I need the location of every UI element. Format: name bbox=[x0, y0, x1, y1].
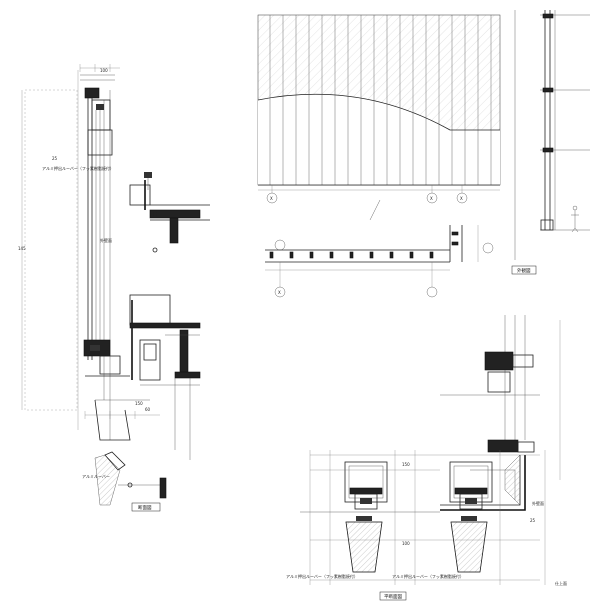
plan-title: 平断面図 bbox=[384, 593, 402, 600]
glass-label: 外壁面 bbox=[100, 237, 112, 243]
upper-jamb bbox=[440, 315, 540, 453]
elevation-view: X X X bbox=[257, 10, 590, 298]
plan-section-detail: 150 100 25 アルミ押出ルーバー（フッ素樹脂焼付） アルミ押出ルーバー（… bbox=[286, 315, 567, 601]
section-title-box bbox=[131, 502, 161, 512]
louver-note: アルミルーバー bbox=[82, 474, 110, 479]
elevation-side-section bbox=[514, 10, 590, 260]
dim-label: 145 bbox=[18, 246, 26, 251]
louver-blade-right bbox=[450, 516, 488, 573]
dim-label: 25 bbox=[530, 518, 536, 523]
vertical-section-detail: 100 25 145 アルミ押出ルーバー（フッ素樹脂焼付） 外壁面 bbox=[18, 64, 210, 512]
dim-label: 60 bbox=[145, 407, 151, 412]
grid-mark: X bbox=[430, 196, 433, 201]
grid-mark: X bbox=[270, 196, 273, 201]
edge-label: 外壁面 bbox=[532, 500, 544, 506]
dim-label: 150 bbox=[402, 462, 410, 467]
louver-blade-left bbox=[345, 516, 383, 573]
elevation-title: 外観図 bbox=[517, 267, 531, 274]
louver-label: アルミ押出ルーバー（フッ素樹脂焼付） bbox=[42, 165, 114, 171]
edge-label: 仕上面 bbox=[555, 580, 567, 586]
grid-mark: X bbox=[278, 290, 281, 295]
dim-label: 25 bbox=[52, 156, 58, 161]
grid-bubbles bbox=[266, 185, 468, 204]
upper-bracket bbox=[129, 172, 210, 253]
dim-label: 100 bbox=[100, 68, 108, 73]
mullion-right bbox=[449, 461, 493, 510]
louver-label-right: アルミ押出ルーバー（フッ素樹脂焼付） bbox=[392, 573, 464, 579]
section-title: 断面図 bbox=[138, 504, 152, 511]
corner-frame bbox=[440, 454, 526, 511]
bottom-louver bbox=[94, 451, 167, 506]
vertical-louvers bbox=[269, 15, 492, 185]
dim-label: 100 bbox=[402, 541, 410, 546]
dimension-ticks-bottom bbox=[84, 411, 160, 419]
plan-dimensions bbox=[309, 320, 561, 585]
dim-label: 150 bbox=[135, 401, 143, 406]
mullion-left bbox=[300, 461, 440, 513]
elevation-title-box bbox=[511, 265, 537, 275]
wall-panel-zone bbox=[24, 89, 78, 411]
louver-label-left: アルミ押出ルーバー（フッ素樹脂焼付） bbox=[286, 573, 358, 579]
grid-mark: X bbox=[460, 196, 463, 201]
elevation-plan-strip bbox=[265, 225, 494, 298]
dimension-ticks-top bbox=[79, 64, 120, 72]
plan-title-box bbox=[379, 591, 407, 601]
sill-detail bbox=[83, 339, 150, 441]
lower-steel-beam bbox=[129, 294, 201, 460]
